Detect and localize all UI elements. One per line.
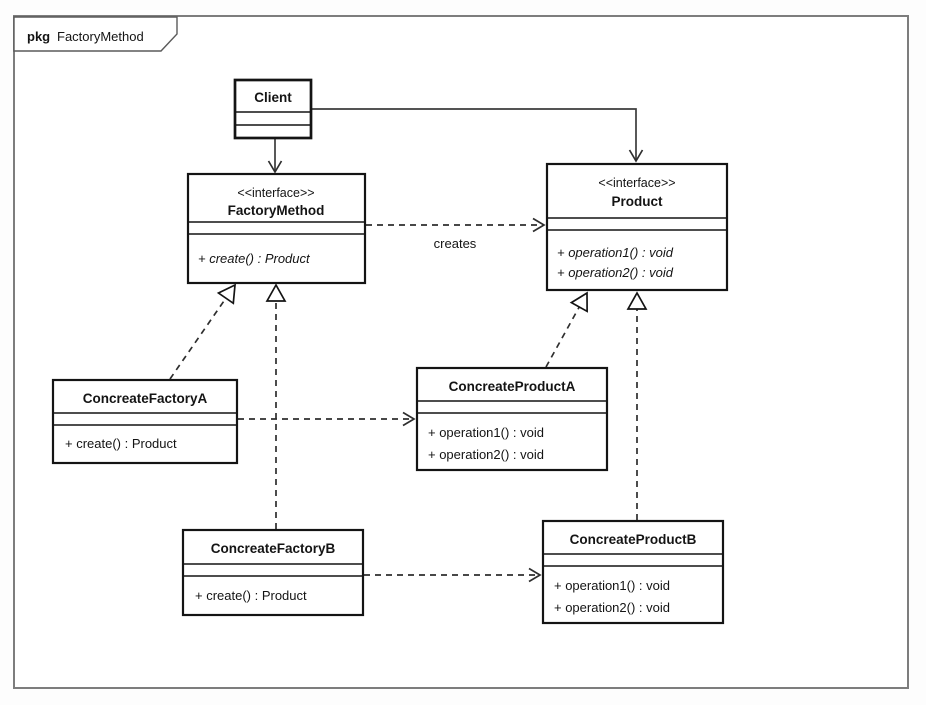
class-product-operation2: + operation2() : void — [557, 265, 674, 280]
class-concreatefactorya-name: ConcreateFactoryA — [83, 391, 208, 406]
class-concreatefactorya-operation: + create() : Product — [65, 436, 177, 451]
class-concreateproductb-operation1: + operation1() : void — [554, 578, 670, 593]
class-concreateproductb-name: ConcreateProductB — [570, 532, 697, 547]
diagram-frame — [13, 15, 909, 689]
package-keyword: pkg — [27, 29, 50, 44]
class-concreateproductb-box — [541, 519, 725, 625]
class-concreateproductb: ConcreateProductB + operation1() : void … — [541, 519, 725, 625]
class-concreatefactoryb-name: ConcreateFactoryB — [211, 541, 336, 556]
relation-client-product — [311, 108, 644, 163]
class-concreateproducta-name: ConcreateProductA — [449, 379, 576, 394]
class-concreatefactoryb: ConcreateFactoryB + create() : Product — [181, 528, 365, 617]
class-product-stereotype: <<interface>> — [598, 176, 675, 190]
class-concreateproducta-operation2: + operation2() : void — [428, 447, 544, 462]
class-concreateproducta-box — [415, 366, 609, 472]
class-concreateproducta: ConcreateProductA + operation1() : void … — [415, 366, 609, 472]
class-concreatefactorya: ConcreateFactoryA + create() : Product — [51, 378, 239, 465]
class-product-box — [545, 162, 729, 292]
class-factorymethod-stereotype: <<interface>> — [237, 186, 314, 200]
class-concreateproductb-operation2: + operation2() : void — [554, 600, 670, 615]
class-product: <<interface>> Product + operation1() : v… — [545, 162, 729, 292]
class-factorymethod-box — [186, 172, 367, 285]
class-factorymethod: <<interface>> FactoryMethod + create() :… — [186, 172, 367, 285]
relation-concreateproducta-product — [545, 291, 588, 368]
creates-label: creates — [434, 236, 477, 251]
class-product-name: Product — [611, 194, 663, 209]
class-product-operation1: + operation1() : void — [557, 245, 674, 260]
class-client-name: Client — [254, 90, 292, 105]
class-concreatefactorya-box — [51, 378, 239, 465]
class-concreatefactoryb-operation: + create() : Product — [195, 588, 307, 603]
package-tab — [13, 16, 178, 52]
class-client: Client — [233, 78, 313, 140]
class-concreatefactoryb-box — [181, 528, 365, 617]
relation-concreatefactorya-factorymethod — [169, 283, 236, 380]
class-factorymethod-operation: + create() : Product — [198, 251, 311, 266]
class-client-box — [233, 78, 313, 140]
class-factorymethod-name: FactoryMethod — [228, 203, 325, 218]
class-concreateproducta-operation1: + operation1() : void — [428, 425, 544, 440]
package-name: FactoryMethod — [57, 29, 144, 44]
